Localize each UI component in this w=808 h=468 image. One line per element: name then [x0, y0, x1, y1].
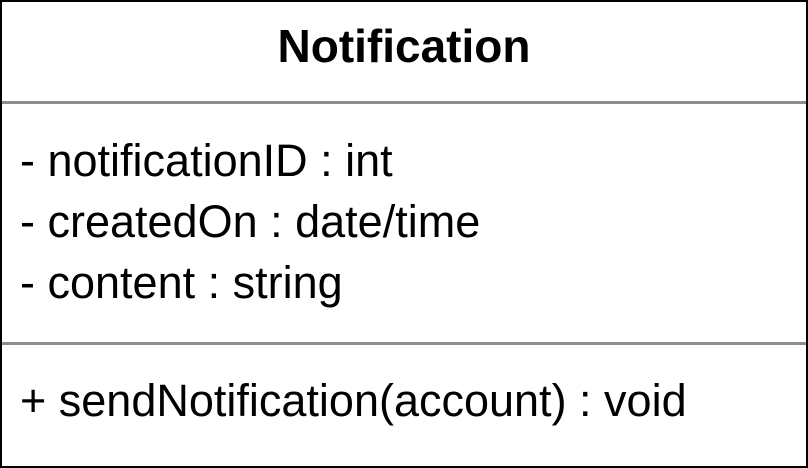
operation-send-notification: + sendNotification(account) : void	[20, 375, 687, 426]
attribute-content: - content : string	[20, 257, 343, 308]
class-name-compartment: Notification	[2, 2, 806, 102]
compartment-divider	[2, 101, 806, 104]
operations-compartment: + sendNotification(account) : void	[2, 345, 806, 466]
attribute-created-on: - createdOn : date/time	[20, 196, 481, 247]
compartment-divider	[2, 342, 806, 345]
attributes-compartment: - notificationID : int - createdOn : dat…	[2, 104, 806, 342]
class-name: Notification	[277, 20, 531, 72]
attribute-notification-id: - notificationID : int	[20, 135, 393, 186]
